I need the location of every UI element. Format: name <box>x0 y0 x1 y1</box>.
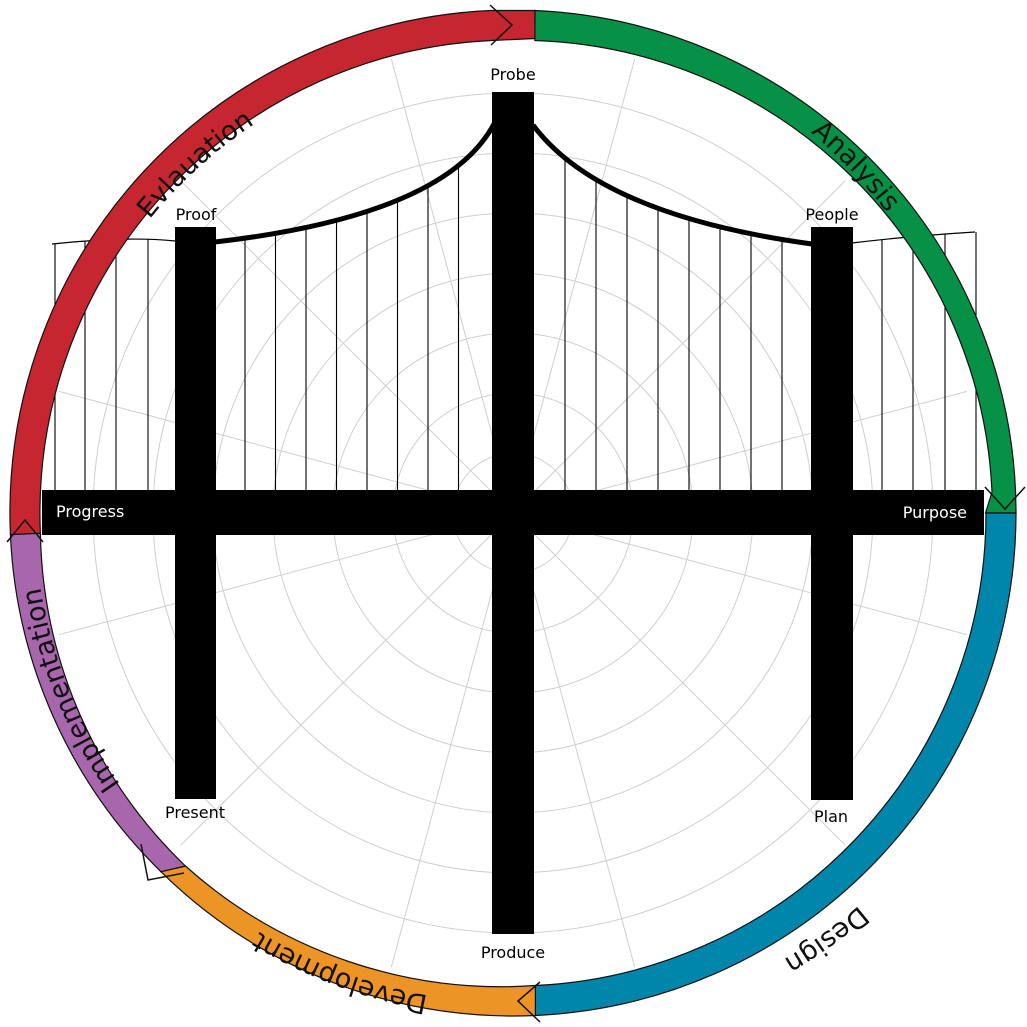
label-present: Present <box>165 803 225 822</box>
arrow-chevron-right <box>984 486 1026 511</box>
grid-spoke <box>512 173 853 514</box>
phase-arc-analysis <box>534 9 1017 514</box>
bridge-structure <box>42 92 984 934</box>
phase-arc-implementation <box>9 532 187 873</box>
label-plan: Plan <box>814 807 848 826</box>
arrow-chevron-top <box>489 4 514 46</box>
label-people: People <box>805 205 858 224</box>
label-produce: Produce <box>481 943 545 962</box>
grid-spoke <box>173 512 514 853</box>
arrow-chevron-lower-left <box>140 843 185 881</box>
tower-left <box>175 227 216 799</box>
phase-cycle-ring <box>6 4 1026 1023</box>
arrow-chevron-bottom <box>516 981 541 1023</box>
grid-spoke <box>173 173 514 514</box>
grid-spoke <box>512 512 853 853</box>
phase-label-development: Development <box>247 926 430 1020</box>
main-cable-left <box>214 118 499 245</box>
label-proof: Proof <box>176 205 217 224</box>
arrow-chevron-left <box>6 518 44 543</box>
label-purpose: Purpose <box>903 503 967 522</box>
phase-arc-design <box>534 512 1017 1017</box>
main-cable-right <box>530 123 813 247</box>
phase-label-implementation: Implementation <box>17 586 126 798</box>
tower-center <box>492 92 534 934</box>
phase-label-analysis: Analysis <box>806 114 906 217</box>
label-progress: Progress <box>56 502 124 521</box>
tower-right <box>811 227 853 800</box>
label-probe: Probe <box>490 65 535 84</box>
